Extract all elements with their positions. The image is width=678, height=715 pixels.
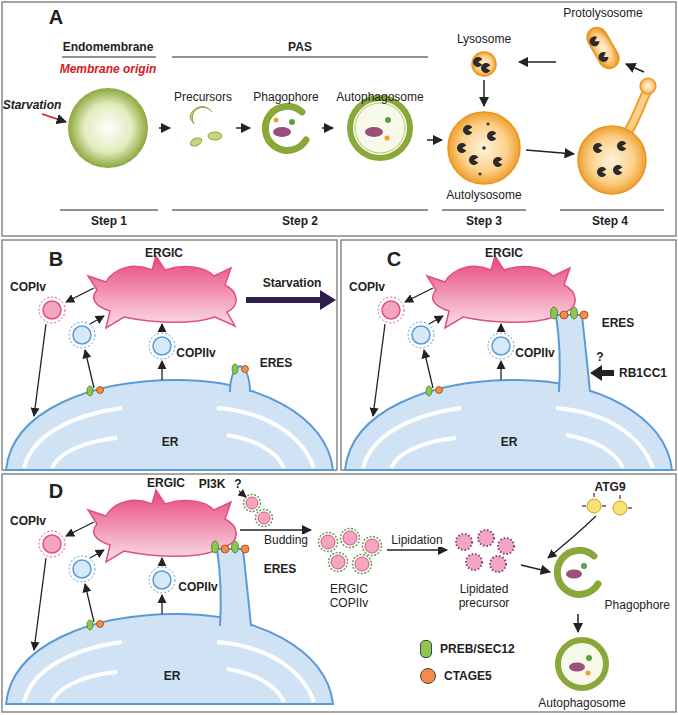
vesicle-label: COPIIv [178, 580, 217, 594]
process-arrow [159, 127, 170, 129]
step-label: Step 3 [466, 214, 502, 228]
panel-letter: A [49, 6, 63, 28]
node-label: Autophagosome [336, 90, 423, 104]
phagophore: Phagophore [550, 540, 672, 614]
step-label: Step 4 [592, 214, 628, 228]
organelle-label: ERES [602, 316, 635, 330]
protein-label: RB1CC1 [619, 366, 667, 380]
stimulus-label: Starvation [3, 98, 62, 112]
lysosome: Lysosome [449, 30, 519, 80]
protolysosome: Protolysosome [556, 4, 650, 80]
organelle-label: ERES [264, 562, 297, 576]
region-label: PAS [288, 40, 312, 54]
panel-letter: B [49, 248, 63, 270]
organelle-label: ER [162, 435, 179, 449]
autophagosome: Autophagosome [333, 88, 427, 160]
panel-letter: D [49, 480, 63, 502]
vesicle-label: COPIv [10, 514, 46, 528]
autolysosome: Autolysosome [442, 106, 526, 204]
process-arrow [236, 127, 250, 129]
node-label: Lipidated precursor [449, 582, 519, 610]
vesicle-group: ERGIC COPIIv [311, 528, 387, 612]
node-label: Phagophore [605, 598, 670, 612]
precursor-group: Precursors [170, 88, 236, 160]
node-label: Protolysosome [563, 6, 642, 20]
panel-letter: C [387, 248, 401, 270]
vesicle-label: COPIv [10, 280, 46, 294]
process-arrow [577, 614, 579, 632]
edge-label: Budding [263, 534, 309, 547]
node-label: ERGIC [147, 476, 185, 490]
node-label: Autolysosome [446, 188, 521, 202]
legend-swatch [420, 640, 432, 658]
process-arrow [521, 565, 550, 572]
legend-label: PREB/SEC12 [440, 642, 515, 656]
process-arrow [519, 61, 556, 63]
organelle-label: ERGIC [485, 246, 523, 260]
organelle-label: ERGIC [145, 246, 183, 260]
region-label: Endomembrane [63, 40, 154, 54]
process-arrow [483, 80, 485, 106]
vesicle-label: COPIIv [515, 346, 554, 360]
protein-label: PI3K [199, 477, 226, 491]
organelle-label: ERES [260, 356, 293, 370]
process-arrow [240, 529, 311, 531]
process-arrow [427, 139, 442, 141]
node-label: Lysosome [457, 32, 511, 46]
question-mark: ? [596, 350, 603, 364]
node-label: Autophagosome [538, 696, 625, 710]
autophagosome: Autophagosome [532, 632, 632, 712]
node-label: ERGIC COPIIv [313, 582, 385, 610]
organelle-label: ER [501, 435, 518, 449]
node-label: Membrane origin [60, 62, 157, 76]
vesicle-group: Lipidated precursor [447, 528, 521, 612]
step-label: Step 1 [91, 214, 127, 228]
step-label: Step 2 [282, 214, 318, 228]
node-label: Precursors [174, 90, 232, 104]
edge-label: Lipidation [390, 534, 443, 547]
vesicle-label: COPIIv [176, 346, 215, 360]
legend-label: CTAGE5 [444, 669, 492, 683]
legend-entry: CTAGE5 [420, 668, 492, 684]
node-label: Phagophore [253, 90, 318, 104]
process-arrow [322, 127, 333, 129]
stimulus-label: Starvation [263, 276, 322, 290]
process-arrow [387, 549, 447, 551]
vesicle-label: COPIv [349, 280, 385, 294]
membrane-origin: Membrane origin [57, 60, 159, 174]
legend-swatch [420, 668, 436, 684]
question-mark: ? [234, 477, 241, 491]
legend-entry: PREB/SEC12 [420, 640, 515, 658]
phagophore: Phagophore [250, 88, 322, 160]
organelle-label: ER [164, 669, 181, 683]
protein-label: ATG9 [594, 480, 625, 494]
